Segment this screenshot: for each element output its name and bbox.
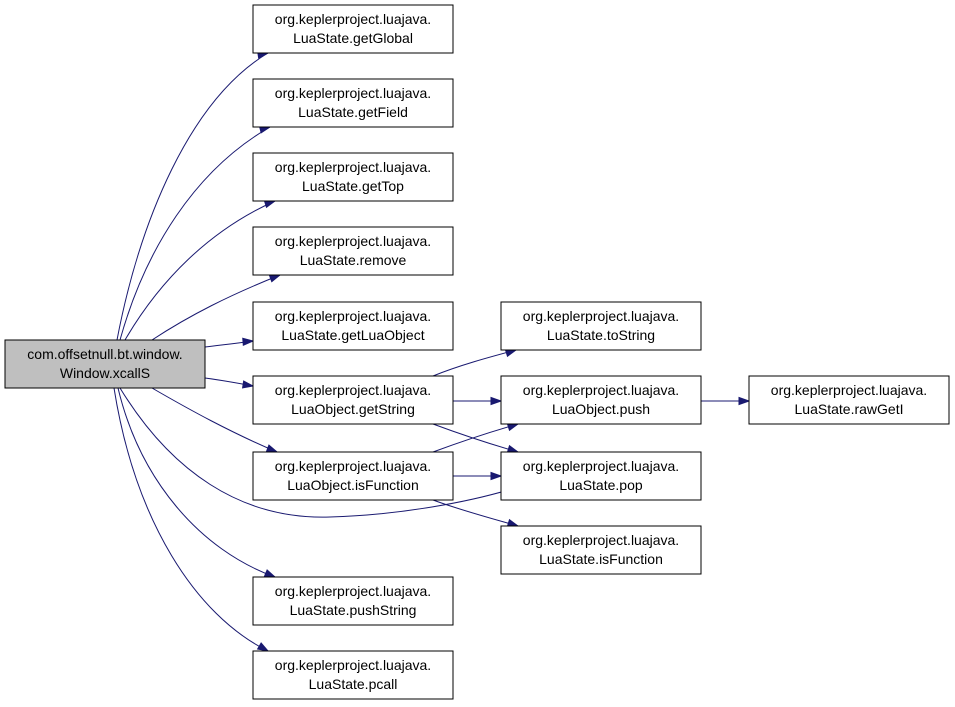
edge-isFunctionObj-to-push [432, 423, 520, 453]
node-label-line1: org.keplerproject.luajava. [523, 458, 679, 474]
edge-isFunctionObj-to-isFunctionState [432, 499, 520, 527]
node-label-line1: org.keplerproject.luajava. [275, 159, 431, 175]
node-box[interactable] [252, 451, 454, 501]
node-root[interactable]: com.offsetnull.bt.window. Window.xcallS [4, 339, 206, 389]
node-getString[interactable]: org.keplerproject.luajava. LuaObject.getS… [252, 375, 454, 425]
edge-line [117, 387, 276, 578]
node-label-line1: com.offsetnull.bt.window. [27, 346, 182, 362]
node-getTop[interactable]: org.keplerproject.luajava. LuaState.getTo… [252, 152, 454, 202]
node-getLuaObject[interactable]: org.keplerproject.luajava. LuaState.getLu… [252, 301, 454, 351]
node-label-line2: LuaState.remove [300, 252, 407, 268]
node-getField[interactable]: org.keplerproject.luajava. LuaState.getFi… [252, 78, 454, 128]
node-label-line1: org.keplerproject.luajava. [523, 532, 679, 548]
edge-line [116, 52, 269, 341]
node-pushString[interactable]: org.keplerproject.luajava. LuaState.pushS… [252, 576, 454, 626]
node-label-line2: LuaState.getGlobal [293, 30, 413, 46]
node-box[interactable] [252, 650, 454, 700]
node-pcall[interactable]: org.keplerproject.luajava. LuaState.pcall [252, 650, 454, 700]
node-box[interactable] [500, 301, 702, 351]
edge-root-to-getLuaObject [204, 337, 255, 348]
node-pop[interactable]: org.keplerproject.luajava. LuaState.pop [500, 451, 702, 501]
edge-getString-to-pop [432, 423, 520, 453]
edge-line [119, 126, 271, 341]
node-label-line1: org.keplerproject.luajava. [523, 308, 679, 324]
edge-arrowhead [263, 200, 277, 209]
edge-arrowhead [263, 569, 277, 578]
edge-line [432, 349, 517, 377]
node-label-line1: org.keplerproject.luajava. [275, 458, 431, 474]
edge-root-to-isFunctionObj [151, 387, 279, 453]
node-label-line1: org.keplerproject.luajava. [275, 11, 431, 27]
edge-line [432, 499, 519, 527]
node-box[interactable] [252, 301, 454, 351]
node-box[interactable] [252, 576, 454, 626]
node-label-line1: org.keplerproject.luajava. [275, 583, 431, 599]
edge-line [113, 387, 269, 652]
node-label-line1: org.keplerproject.luajava. [771, 382, 927, 398]
edge-line [151, 274, 281, 341]
edge-root-to-getString [204, 377, 255, 389]
edge-arrowhead [265, 444, 279, 453]
edge-root-to-getGlobal [116, 50, 270, 341]
edge-line [124, 200, 276, 341]
node-box[interactable] [500, 375, 702, 425]
edge-root-to-pcall [113, 387, 270, 652]
edge-arrowhead [256, 642, 270, 652]
node-label-line2: LuaState.toString [547, 327, 655, 343]
node-label-line1: org.keplerproject.luajava. [275, 308, 431, 324]
edge-arrowhead [506, 444, 520, 453]
edge-isFunctionObj-to-pop [452, 471, 503, 481]
node-isFunctionObj[interactable]: org.keplerproject.luajava. LuaObject.isFu… [252, 451, 454, 501]
node-label-line2: LuaObject.push [552, 401, 650, 417]
node-label-line2: LuaState.getTop [302, 178, 404, 194]
node-box[interactable] [252, 226, 454, 276]
edge-arrowhead [506, 518, 520, 527]
node-label-line2: LuaState.pcall [309, 676, 398, 692]
node-box[interactable] [4, 339, 206, 389]
node-label-line2: LuaState.rawGetI [795, 401, 904, 417]
node-label-line1: org.keplerproject.luajava. [275, 233, 431, 249]
node-rawGetI[interactable]: org.keplerproject.luajava. LuaState.rawGe… [748, 375, 950, 425]
edge-line [119, 387, 516, 518]
node-isFunctionState[interactable]: org.keplerproject.luajava. LuaState.isFun… [500, 525, 702, 575]
node-label-line1: org.keplerproject.luajava. [275, 85, 431, 101]
edge-arrowhead [504, 349, 518, 358]
edge-arrowhead [242, 337, 255, 346]
node-box[interactable] [252, 375, 454, 425]
edge-getString-to-push [453, 396, 503, 406]
edge-arrowhead [241, 380, 255, 389]
node-label-line1: org.keplerproject.luajava. [275, 657, 431, 673]
node-toString[interactable]: org.keplerproject.luajava. LuaState.toStr… [500, 301, 702, 351]
node-label-line2: LuaObject.getString [291, 401, 415, 417]
node-label-line2: LuaState.isFunction [539, 551, 663, 567]
edge-root-to-getField [119, 125, 272, 341]
node-getGlobal[interactable]: org.keplerproject.luajava. LuaState.getGl… [252, 4, 454, 54]
node-label-line2: LuaState.getField [298, 104, 408, 120]
node-box[interactable] [500, 525, 702, 575]
node-box[interactable] [252, 78, 454, 128]
edge-push-to-rawGetI [701, 396, 751, 406]
node-label-line2: Window.xcallS [60, 365, 150, 381]
edge-getString-to-toString [432, 349, 518, 377]
node-box[interactable] [252, 4, 454, 54]
node-box[interactable] [748, 375, 950, 425]
edge-root-to-pushString [117, 387, 277, 578]
node-label-line2: LuaObject.isFunction [287, 477, 419, 493]
node-label-line1: org.keplerproject.luajava. [275, 382, 431, 398]
node-label-line2: LuaState.getLuaObject [281, 327, 424, 343]
node-label-line1: org.keplerproject.luajava. [523, 382, 679, 398]
node-label-line2: LuaState.pushString [290, 602, 417, 618]
edge-line [151, 387, 278, 453]
node-push[interactable]: org.keplerproject.luajava. LuaObject.push [500, 375, 702, 425]
node-remove[interactable]: org.keplerproject.luajava. LuaState.remov… [252, 226, 454, 276]
node-box[interactable] [500, 451, 702, 501]
edge-arrowhead [490, 396, 503, 406]
edge-arrowhead [268, 274, 282, 283]
node-box[interactable] [252, 152, 454, 202]
edge-arrowhead [506, 423, 520, 432]
node-label-line2: LuaState.pop [559, 477, 643, 493]
edge-arrowhead [490, 471, 503, 481]
edge-arrowhead [738, 396, 751, 406]
